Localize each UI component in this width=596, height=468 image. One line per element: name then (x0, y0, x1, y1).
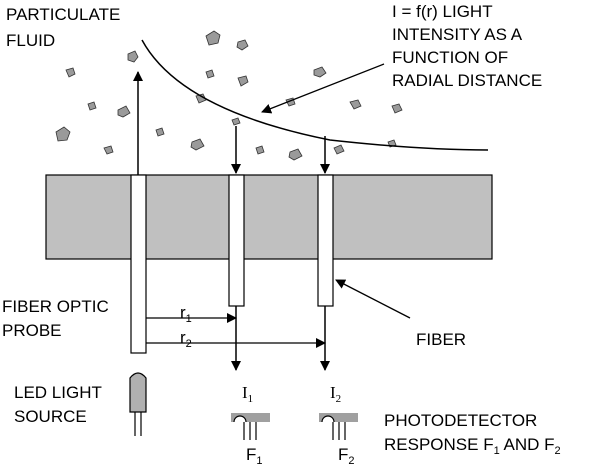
r1-sub: 1 (186, 313, 192, 325)
intensity-label-1: I = f(r) LIGHT (392, 2, 493, 21)
particulate-fluid-label-1: PARTICULATE (6, 5, 120, 24)
particle (333, 144, 345, 155)
intensity-label-3: FUNCTION OF (392, 48, 508, 67)
particle (127, 50, 139, 63)
f1-base: F (246, 445, 256, 464)
r1-label: r1 (180, 303, 192, 325)
particle (195, 93, 207, 104)
particle (205, 69, 215, 79)
fiber-pointer (335, 279, 411, 319)
i2-base: I (330, 383, 336, 402)
particle (155, 127, 165, 137)
source-fiber (130, 174, 147, 354)
i1-label: I1 (242, 383, 253, 405)
r2-sub: 2 (186, 338, 192, 350)
particle (237, 75, 249, 87)
intensity-label-4: RADIAL DISTANCE (392, 71, 542, 90)
f2-label: F2 (338, 445, 355, 467)
particle (255, 145, 265, 155)
probe-label-2: PROBE (2, 321, 62, 340)
led-label-2: SOURCE (14, 407, 87, 426)
probe-body (45, 174, 493, 260)
photodetector-label-mid: AND F (500, 435, 555, 454)
f1-label: F1 (246, 445, 263, 467)
particle (391, 103, 403, 114)
r2-label: r2 (180, 328, 192, 350)
particle (349, 99, 362, 110)
photodetector-label-sub1: 1 (494, 445, 500, 457)
i2-label: I2 (330, 383, 341, 405)
particle (205, 30, 221, 46)
detector-fiber-2 (317, 174, 334, 307)
f1-sub: 1 (256, 455, 262, 467)
probe-label-1: FIBER OPTIC (2, 297, 109, 316)
led-icon (129, 372, 147, 436)
i2-sub: 2 (336, 393, 342, 405)
particle (313, 66, 327, 78)
photodetector-label-1: PHOTODETECTOR (384, 411, 537, 430)
f2-base: F (338, 445, 348, 464)
photodetector-2-icon (319, 413, 358, 440)
particulate-fluid-label-2: FLUID (6, 31, 55, 50)
particle (65, 67, 76, 78)
r2-base: r (180, 328, 186, 347)
intensity-label-2: INTENSITY AS A (392, 25, 523, 44)
particle (288, 148, 303, 161)
intensity-curve (141, 39, 489, 151)
particle (190, 138, 205, 151)
detector-fiber-1 (228, 174, 245, 307)
particle (236, 39, 249, 51)
particle (231, 117, 241, 126)
particle (87, 101, 97, 111)
led-label-1: LED LIGHT (14, 383, 102, 402)
i1-base: I (242, 383, 248, 402)
fiber-label: FIBER (416, 330, 466, 349)
photodetector-label-sub2: 2 (555, 445, 561, 457)
f2-sub: 2 (348, 455, 354, 467)
particles (55, 30, 403, 161)
photodetector-label-prefix: RESPONSE F (384, 435, 494, 454)
photodetector-label-2: RESPONSE F1 AND F2 (384, 435, 561, 457)
particle (117, 105, 131, 118)
particle (55, 126, 71, 142)
intensity-pointer (261, 63, 385, 114)
i1-sub: 1 (248, 393, 254, 405)
r1-base: r (180, 303, 186, 322)
particle (103, 145, 114, 155)
photodetector-1-icon (231, 413, 270, 440)
